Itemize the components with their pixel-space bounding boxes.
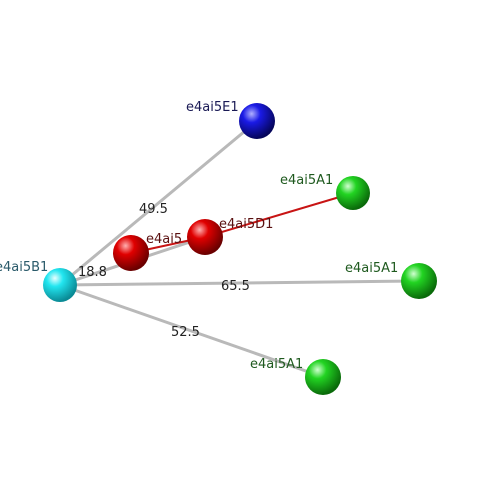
edge-b1-e1 [59,119,258,287]
atom-e4ai5B1[interactable] [43,268,77,302]
edge-b1-a1-bot [59,283,324,379]
label-e4ai5A1-bottom: e4ai5A1 [250,357,303,372]
distance-label-b1-red: 18.8 [78,265,107,280]
distance-label-b1-e1: 49.5 [139,202,168,217]
atom-e4ai5E1[interactable] [239,103,275,139]
label-e4ai5D1: e4ai5D1 [219,217,273,232]
atom-e4ai5D1[interactable] [187,219,223,255]
label-e4ai5E1: e4ai5E1 [186,100,239,115]
atom-e4ai5A1-mid[interactable] [401,263,437,299]
label-e4ai5-red: e4ai5 [146,232,182,247]
distance-label-b1-a1-mid: 65.5 [221,279,250,294]
label-e4ai5B1: e4ai5B1 [0,260,48,275]
edge-b1-a1-mid [59,279,420,287]
distance-label-b1-a1-bot: 52.5 [171,325,200,340]
label-e4ai5A1-mid: e4ai5A1 [345,261,398,276]
atom-e4ai5A1-bottom[interactable] [305,359,341,395]
atom-e4ai5A1-top[interactable] [336,176,370,210]
atom-e4ai5-red[interactable] [113,235,149,271]
label-e4ai5A1-top: e4ai5A1 [280,173,333,188]
edge-red-a1-top [204,192,354,238]
